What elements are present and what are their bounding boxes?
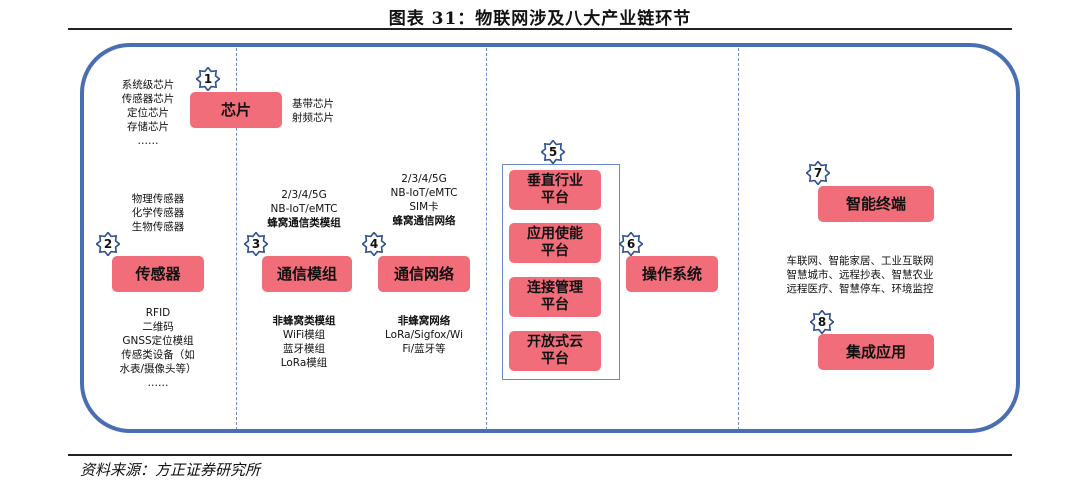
list-line: LoRa/Sigfox/Wi bbox=[385, 329, 463, 341]
list-line: …… bbox=[147, 377, 169, 389]
badge-6: 6 bbox=[619, 232, 643, 256]
star-badge-icon bbox=[196, 67, 220, 91]
list-line: WiFi模组 bbox=[282, 329, 326, 341]
list-line: NB-IoT/eMTC bbox=[270, 203, 338, 215]
star-badge-shape bbox=[541, 140, 565, 164]
list-line: RFID bbox=[145, 307, 171, 319]
star-badge-icon bbox=[619, 232, 643, 256]
list-line: 智慧城市、远程抄表、智慧农业 bbox=[786, 269, 934, 281]
list-line: 水表/摄像头等） bbox=[119, 363, 197, 375]
module-cellular-standards: 2/3/4/5G NB-IoT/eMTC bbox=[248, 188, 360, 216]
list-line: 远程医疗、智慧停车、环境监控 bbox=[786, 283, 934, 295]
badge-3: 3 bbox=[244, 232, 268, 256]
star-badge-icon bbox=[362, 232, 386, 256]
list-line: …… bbox=[137, 135, 159, 147]
module-cellular-label: 蜂窝通信类模组 bbox=[267, 217, 341, 229]
diagram-frame bbox=[80, 43, 1020, 433]
column-divider-1 bbox=[236, 48, 237, 430]
list-line: LoRa模组 bbox=[280, 357, 328, 369]
vertical-industry-platform-box: 垂直行业 平台 bbox=[509, 170, 601, 210]
source-note: 资料来源：方正证券研究所 bbox=[80, 461, 261, 479]
app-enablement-platform-box: 应用使能 平台 bbox=[509, 223, 601, 263]
badge-5-label: 5 bbox=[548, 145, 558, 159]
open-cloud-platform-box: 开放式云 平台 bbox=[509, 331, 601, 371]
star-badge-shape bbox=[244, 232, 268, 256]
list-line: 存储芯片 bbox=[127, 121, 169, 133]
badge-3-label: 3 bbox=[251, 237, 261, 251]
chip-left-list: 系统级芯片传感器芯片定位芯片存储芯片 …… bbox=[100, 78, 196, 148]
list-line: NB-IoT/eMTC bbox=[390, 187, 458, 199]
badge-6-label: 6 bbox=[626, 237, 636, 251]
list-line: SIM卡 bbox=[409, 201, 439, 213]
list-line: 车联网、智能家居、工业互联网 bbox=[786, 255, 934, 267]
column-divider-3 bbox=[738, 48, 739, 430]
star-badge-icon bbox=[806, 161, 830, 185]
star-badge-icon bbox=[541, 140, 565, 164]
list-line: 物理传感器 bbox=[131, 193, 185, 205]
star-badge-shape bbox=[619, 232, 643, 256]
list-line: 传感器芯片 bbox=[121, 93, 175, 105]
comm-network-box: 通信网络 bbox=[378, 256, 470, 292]
sensor-box: 传感器 bbox=[112, 256, 204, 292]
badge-4: 4 bbox=[362, 232, 386, 256]
list-line: 蓝牙模组 bbox=[283, 343, 325, 355]
chip-box: 芯片 bbox=[190, 92, 282, 128]
list-line: 二维码 bbox=[142, 321, 174, 333]
operating-system-box: 操作系统 bbox=[626, 256, 718, 292]
connection-management-platform-box: 连接管理 平台 bbox=[509, 277, 601, 317]
list-line: Fi/蓝牙等 bbox=[402, 343, 446, 355]
star-badge-icon bbox=[810, 310, 834, 334]
list-line: 定位芯片 bbox=[127, 107, 169, 119]
network-cellular-standards: 2/3/4/5G NB-IoT/eMTC SIM卡 bbox=[368, 172, 480, 214]
smart-terminal-box: 智能终端 bbox=[818, 186, 934, 222]
list-line: 化学传感器 bbox=[131, 207, 185, 219]
star-badge-shape bbox=[196, 67, 220, 91]
terminal-applications-list: 车联网、智能家居、工业互联网智慧城市、远程抄表、智慧农业远程医疗、智慧停车、环境… bbox=[760, 254, 960, 296]
list-line: 系统级芯片 bbox=[121, 79, 175, 91]
star-badge-shape bbox=[810, 310, 834, 334]
integrated-application-box: 集成应用 bbox=[818, 334, 934, 370]
badge-5: 5 bbox=[541, 140, 565, 164]
chip-right-list: 基带芯片射频芯片 bbox=[292, 97, 334, 125]
module-noncellular-label: 非蜂窝类模组 bbox=[272, 315, 336, 327]
list-line: 2/3/4/5G bbox=[401, 173, 447, 185]
badge-2-label: 2 bbox=[103, 237, 113, 251]
star-badge-shape bbox=[96, 232, 120, 256]
module-noncellular-notes: 非蜂窝类模组 WiFi模组蓝牙模组 LoRa模组 bbox=[248, 314, 360, 370]
list-line: 生物传感器 bbox=[131, 221, 185, 233]
badge-7-label: 7 bbox=[813, 166, 823, 180]
badge-4-label: 4 bbox=[369, 237, 379, 251]
module-noncellular-list: WiFi模组蓝牙模组 LoRa模组 bbox=[248, 328, 360, 370]
list-line: 基带芯片 bbox=[292, 98, 334, 110]
network-cellular-notes: 2/3/4/5G NB-IoT/eMTC SIM卡 蜂窝通信网络 bbox=[368, 172, 480, 228]
network-cellular-label: 蜂窝通信网络 bbox=[392, 215, 456, 227]
network-noncellular-label: 非蜂窝网络 bbox=[397, 315, 451, 327]
module-cellular-notes: 2/3/4/5G NB-IoT/eMTC 蜂窝通信类模组 bbox=[248, 188, 360, 230]
star-badge-icon bbox=[96, 232, 120, 256]
badge-2: 2 bbox=[96, 232, 120, 256]
badge-1: 1 bbox=[196, 67, 220, 91]
list-line: 2/3/4/5G bbox=[281, 189, 327, 201]
sensor-devices-list: RFID 二维码 GNSS定位模组传感类设备（如水表/摄像头等） …… bbox=[100, 306, 216, 390]
star-badge-shape bbox=[362, 232, 386, 256]
badge-8-label: 8 bbox=[817, 315, 827, 329]
star-badge-shape bbox=[806, 161, 830, 185]
star-badge-icon bbox=[244, 232, 268, 256]
comm-module-box: 通信模组 bbox=[262, 256, 352, 292]
figure-title: 图表 31：物联网涉及八大产业链环节 bbox=[388, 9, 692, 29]
badge-1-label: 1 bbox=[203, 72, 213, 86]
sensor-types-list: 物理传感器化学传感器生物传感器 bbox=[110, 192, 206, 234]
bottom-rule bbox=[68, 454, 1012, 456]
list-line: GNSS定位模组 bbox=[122, 335, 194, 347]
column-divider-2 bbox=[486, 48, 487, 430]
list-line: 传感类设备（如 bbox=[121, 349, 195, 361]
top-rule bbox=[68, 28, 1012, 30]
list-line: 射频芯片 bbox=[292, 112, 334, 124]
badge-7: 7 bbox=[806, 161, 830, 185]
badge-8: 8 bbox=[810, 310, 834, 334]
